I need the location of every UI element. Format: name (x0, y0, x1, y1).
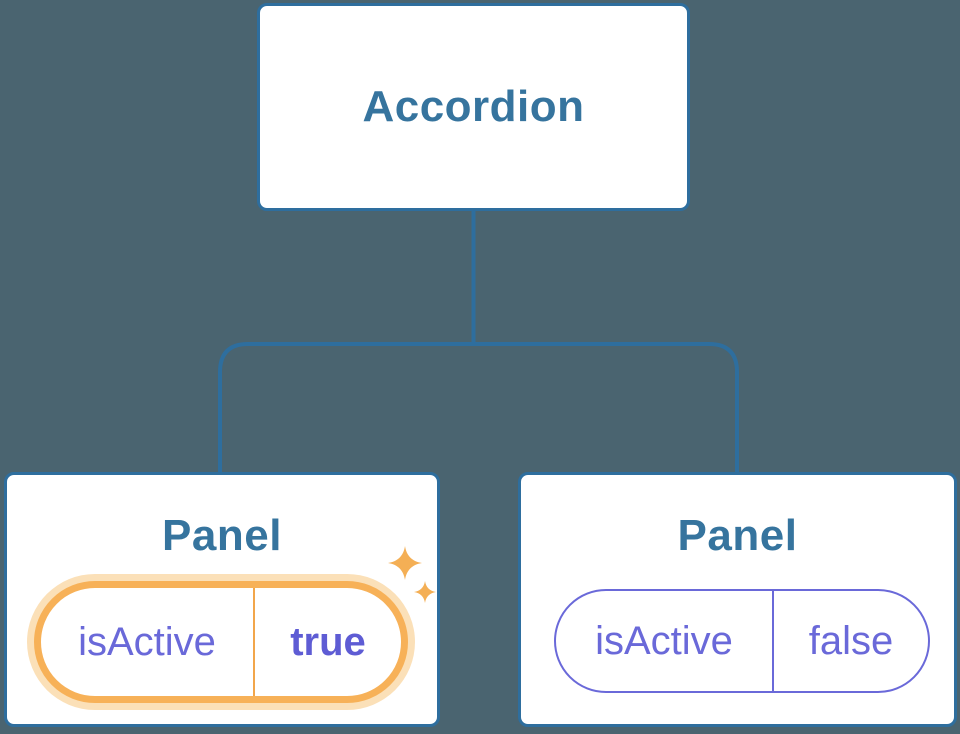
connector-branches (218, 342, 739, 473)
panel-node-active: Panel isActive true (4, 472, 440, 727)
prop-pill-inactive: isActive false (554, 589, 930, 693)
prop-pill-active: isActive true (34, 581, 408, 703)
prop-pill-divider (772, 591, 774, 691)
panel-active-label: Panel (162, 511, 282, 560)
panel-node-inactive: Panel isActive false (518, 472, 957, 727)
prop-name-label: isActive (595, 618, 733, 663)
prop-value-label: false (808, 618, 894, 663)
prop-name-label: isActive (78, 619, 216, 664)
accordion-node-label: Accordion (362, 82, 585, 131)
prop-pill-divider (253, 588, 255, 696)
panel-inactive-label: Panel (677, 511, 798, 560)
accordion-node: Accordion (257, 3, 690, 211)
prop-value-label: true (290, 619, 366, 664)
sparkles-icon (388, 546, 436, 603)
